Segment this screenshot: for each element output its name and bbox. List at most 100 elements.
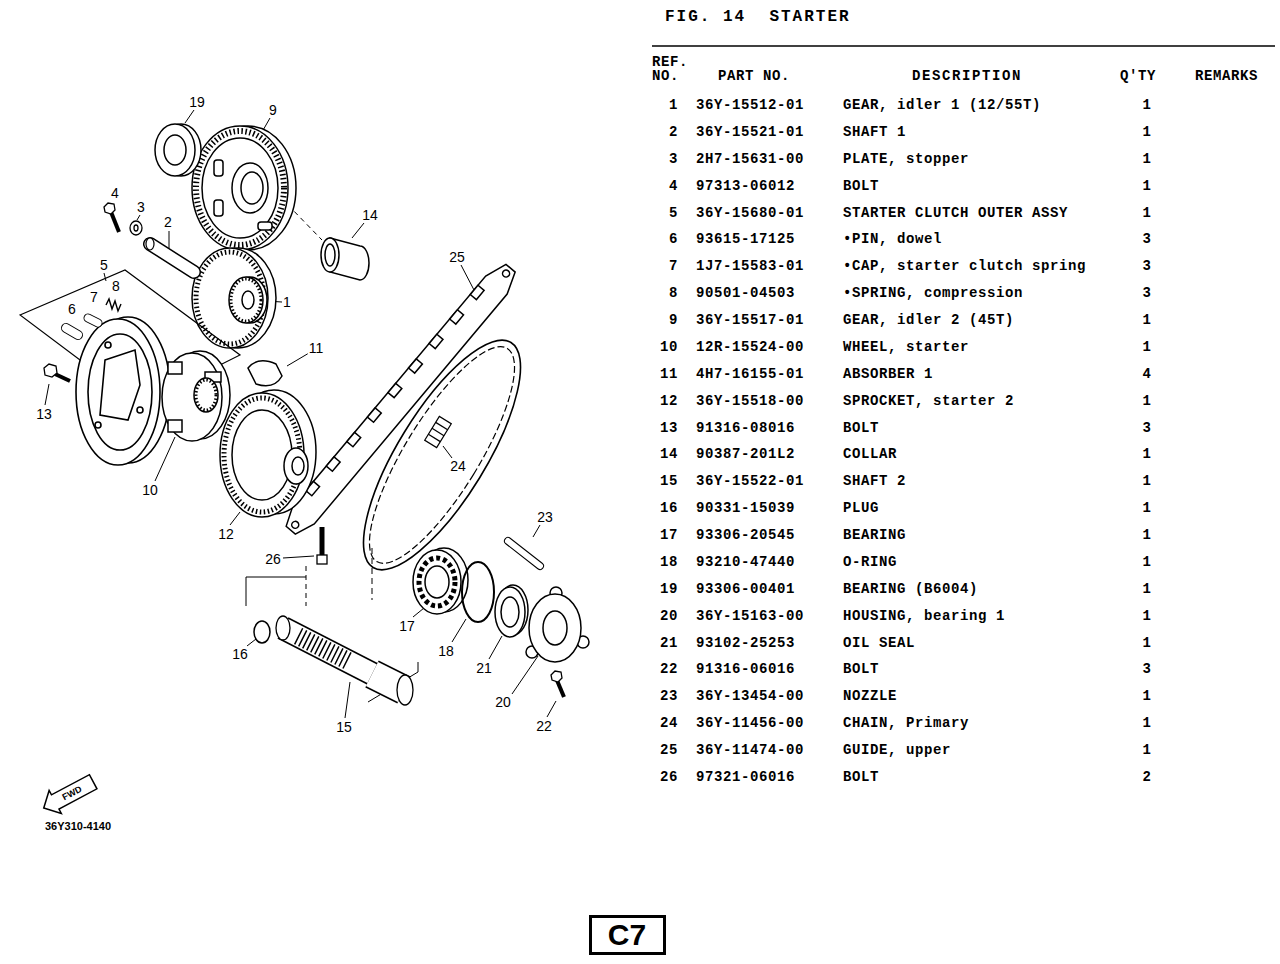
part-description: BOLT: [843, 420, 879, 435]
leader-lines-part: [169, 231, 170, 248]
leader-lines-part: [533, 525, 540, 537]
leader-lines-part: [137, 215, 140, 220]
ref-number: 6: [669, 232, 678, 247]
callout-number: 20: [494, 695, 512, 710]
callout-number: 14: [361, 208, 379, 223]
callout-number: 1: [282, 295, 292, 310]
quantity: 3: [1142, 420, 1151, 435]
compression-spring: [106, 299, 121, 311]
part-number: 93102-25253: [696, 635, 795, 650]
callout-number: 6: [67, 302, 77, 317]
callout-number: 24: [449, 459, 467, 474]
dowel-pin-part: [66, 328, 78, 335]
o-ring: [462, 562, 494, 622]
quantity: 3: [1142, 259, 1151, 274]
starter-wheel-part: [168, 362, 182, 374]
part-description: SHAFT 2: [843, 474, 906, 489]
idler-gear-2-part: [202, 138, 278, 238]
guide-bolt: [317, 527, 327, 564]
part-description: HOUSING, bearing 1: [843, 608, 1005, 623]
part-description: •SPRING, compression: [843, 286, 1023, 301]
part-number: 90331-15039: [696, 501, 795, 516]
part-number: 90387-201L2: [696, 447, 795, 462]
leader-lines-part: [413, 608, 424, 617]
table-header: Q'TY: [1120, 69, 1156, 84]
chain-segment-part: [428, 434, 440, 441]
stopper-plate: [130, 221, 142, 235]
part-number: 93306-20545: [696, 528, 795, 543]
callout-number: 22: [535, 719, 553, 734]
chain-guide-part: [326, 457, 340, 471]
starter-clutch-part: [76, 319, 160, 465]
chain-guide-part: [501, 269, 511, 279]
part-description: O-RING: [843, 554, 897, 569]
forward-arrow: [38, 770, 100, 819]
starter-sprocket-part: [232, 410, 292, 500]
leader-lines-part: [461, 265, 474, 290]
callout-number: 26: [264, 552, 282, 567]
quantity: 1: [1142, 205, 1151, 220]
output-shaft: [276, 616, 413, 705]
callout-number: 9: [268, 103, 278, 118]
starter-wheel-part: [194, 378, 218, 412]
table-header: REMARKS: [1195, 69, 1258, 84]
ref-number: 12: [660, 393, 678, 408]
quantity: 3: [1142, 662, 1151, 677]
leader-lines-part: [452, 619, 466, 642]
absorber: [248, 361, 282, 386]
idler-shaft-part: [150, 244, 194, 272]
part-description: ABSORBER 1: [843, 366, 933, 381]
idler-gear-2: [192, 126, 296, 250]
starter-clutch-part: [88, 334, 152, 450]
callout-number: 21: [475, 661, 493, 676]
quantity: 1: [1142, 339, 1151, 354]
part-number: 91316-08016: [696, 420, 795, 435]
part-number: 36Y-15163-00: [696, 608, 804, 623]
part-description: NOZZLE: [843, 689, 897, 704]
collar: [321, 238, 369, 280]
starter-clutch-part: [105, 342, 111, 348]
illustration-code: 36Y310-4140: [45, 820, 111, 832]
bearing-17-part: [413, 550, 461, 614]
figure-title: FIG. 14 STARTER: [665, 8, 851, 26]
idler-gear-2-part: [214, 200, 223, 216]
chain-segment: [425, 416, 452, 447]
callout-number: 19: [188, 95, 206, 110]
ref-number: 9: [669, 313, 678, 328]
callout-number: 17: [398, 619, 416, 634]
quantity: 1: [1142, 151, 1151, 166]
part-number: 36Y-15521-01: [696, 124, 804, 139]
ref-number: 13: [660, 420, 678, 435]
leader-lines-part: [489, 636, 502, 659]
part-number: 36Y-13454-00: [696, 689, 804, 704]
part-number: 97321-06016: [696, 770, 795, 785]
callout-number: 7: [89, 290, 99, 305]
stopper-plate-part: [134, 225, 138, 231]
quantity: 1: [1142, 178, 1151, 193]
leader-lines-part: [155, 437, 175, 481]
part-number: 1J7-15583-01: [696, 259, 804, 274]
guide-bolt-part: [317, 555, 327, 564]
spring-cap: [88, 318, 98, 323]
stopper-bolt-part: [111, 212, 119, 232]
ref-number: 4: [669, 178, 678, 193]
part-number: 12R-15524-00: [696, 339, 804, 354]
callout-number: 23: [536, 510, 554, 525]
quantity: 1: [1142, 689, 1151, 704]
bearing-housing-part: [543, 611, 567, 645]
part-description: WHEEL, starter: [843, 339, 969, 354]
bearing-17: [413, 548, 468, 614]
quantity: 4: [1142, 366, 1151, 381]
part-description: BOLT: [843, 770, 879, 785]
quantity: 1: [1142, 581, 1151, 596]
callout-number: 18: [437, 644, 455, 659]
ref-number: 22: [660, 662, 678, 677]
quantity: 1: [1142, 124, 1151, 139]
idler-gear-1-part: [192, 248, 268, 348]
housing-bolt: [551, 671, 564, 697]
callout-number: 25: [448, 250, 466, 265]
callout-number: 4: [110, 186, 120, 201]
idler-gear-1-part: [242, 291, 254, 309]
callout-number: 2: [163, 215, 173, 230]
